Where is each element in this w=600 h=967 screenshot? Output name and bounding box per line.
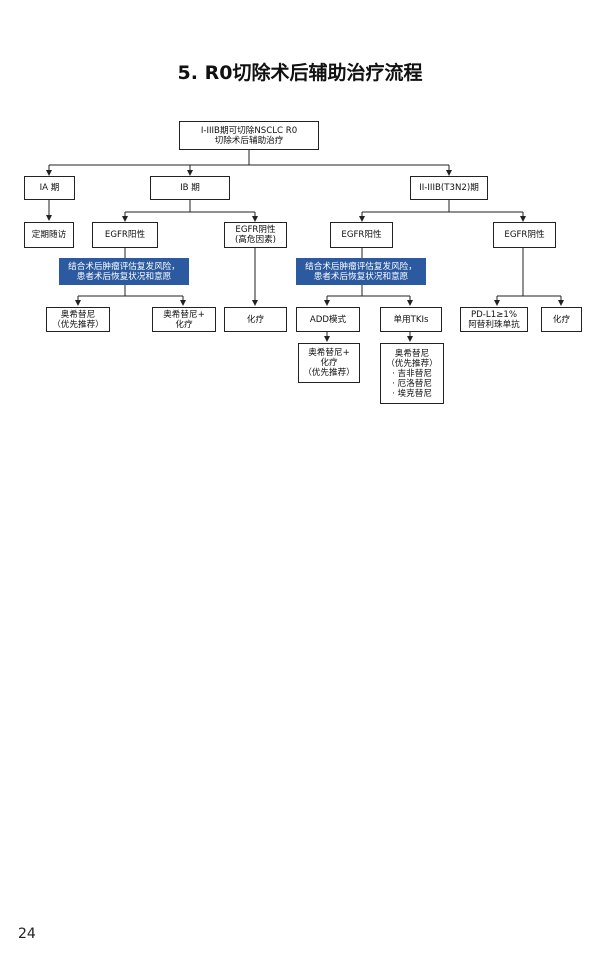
stage-ib-node: IB 期 — [150, 176, 230, 200]
ib-osimertinib-node: 奥希替尼 （优先推荐） — [46, 307, 110, 332]
ib-egfr-negative-sub: (高危因素) — [234, 235, 277, 245]
ib-risk-assessment-band: 结合术后肿瘤评估复发风险， 患者术后恢复状况和意愿 — [59, 258, 189, 285]
pdl1-atezolizumab-node: PD-L1≥1% 阿替利珠单抗 — [460, 307, 528, 332]
root-line-2: 切除术后辅助治疗 — [214, 135, 284, 146]
ib-chemo-node: 化疗 — [224, 307, 287, 332]
tki-erlotinib: · 厄洛替尼 — [392, 378, 432, 389]
ib-egfr-positive-node: EGFR阳性 — [92, 222, 158, 248]
tki-result-line-2: （优先推荐） — [386, 358, 438, 369]
ib-osimertinib-line-1: 奥希替尼 — [60, 309, 96, 320]
s3-band-line-2: 患者术后恢复状况和意愿 — [313, 271, 409, 282]
pdl1-line-1: PD-L1≥1% — [471, 309, 517, 320]
followup-node: 定期随访 — [24, 222, 74, 248]
single-tki-node: 单用TKIs — [380, 307, 442, 332]
ib-osimertinib-line-2: （优先推荐） — [52, 319, 104, 330]
ib-osimertinib-chemo-node: 奥希替尼+ 化疗 — [152, 307, 216, 332]
add-result-node: 奥希替尼+ 化疗 （优先推荐） — [298, 343, 360, 383]
single-tki-label: 单用TKIs — [393, 314, 429, 325]
s3-band-line-1: 结合术后肿瘤评估复发风险， — [305, 261, 417, 272]
ib-osi-chemo-line-2: 化疗 — [175, 319, 193, 330]
s3-risk-assessment-band: 结合术后肿瘤评估复发风险， 患者术后恢复状况和意愿 — [296, 258, 426, 285]
followup-label: 定期随访 — [31, 230, 67, 240]
tki-result-line-1: 奥希替尼 — [394, 348, 430, 359]
ib-egfr-positive-label: EGFR阳性 — [104, 230, 146, 240]
s3-chemo-label: 化疗 — [552, 314, 571, 325]
ib-band-line-2: 患者术后恢复状况和意愿 — [76, 271, 172, 282]
root-node: I-IIIB期可切除NSCLC R0 切除术后辅助治疗 — [179, 121, 319, 150]
ib-band-line-1: 结合术后肿瘤评估复发风险， — [68, 261, 180, 272]
s3-egfr-negative-label: EGFR阴性 — [504, 230, 545, 240]
page-number: 24 — [18, 926, 36, 942]
tki-result-node: 奥希替尼 （优先推荐） · 吉非替尼 · 厄洛替尼 · 埃克替尼 — [380, 343, 444, 404]
stage-ib-label: IB 期 — [180, 183, 200, 193]
s3-egfr-negative-node: EGFR阴性 — [493, 222, 556, 248]
stage-ii-iiib-node: II-IIIB(T3N2)期 — [410, 176, 488, 200]
stage-ia-node: IA 期 — [24, 176, 75, 200]
pdl1-line-2: 阿替利珠单抗 — [468, 319, 520, 330]
s3-egfr-positive-node: EGFR阳性 — [330, 222, 393, 248]
add-mode-label: ADD模式 — [309, 314, 347, 325]
add-result-line-3: （优先推荐） — [303, 368, 355, 378]
stage-ia-label: IA 期 — [39, 183, 60, 193]
add-result-line-1: 奥希替尼+ — [308, 348, 350, 358]
ib-osi-chemo-line-1: 奥希替尼+ — [163, 309, 205, 320]
root-line-1: I-IIIB期可切除NSCLC R0 — [200, 125, 298, 136]
s3-chemo-node: 化疗 — [541, 307, 582, 332]
ib-chemo-label: 化疗 — [246, 314, 265, 325]
page-title: 5. R0切除术后辅助治疗流程 — [177, 62, 423, 84]
add-mode-node: ADD模式 — [296, 307, 360, 332]
stage-ii-iiib-label: II-IIIB(T3N2)期 — [419, 183, 479, 193]
tki-icotinib: · 埃克替尼 — [392, 388, 432, 399]
ib-egfr-negative-label: EGFR阴性 — [235, 225, 276, 235]
ib-egfr-negative-node: EGFR阴性 (高危因素) — [224, 222, 287, 248]
add-result-line-2: 化疗 — [320, 358, 338, 368]
s3-egfr-positive-label: EGFR阳性 — [341, 230, 382, 240]
tki-gefitinib: · 吉非替尼 — [392, 368, 432, 379]
